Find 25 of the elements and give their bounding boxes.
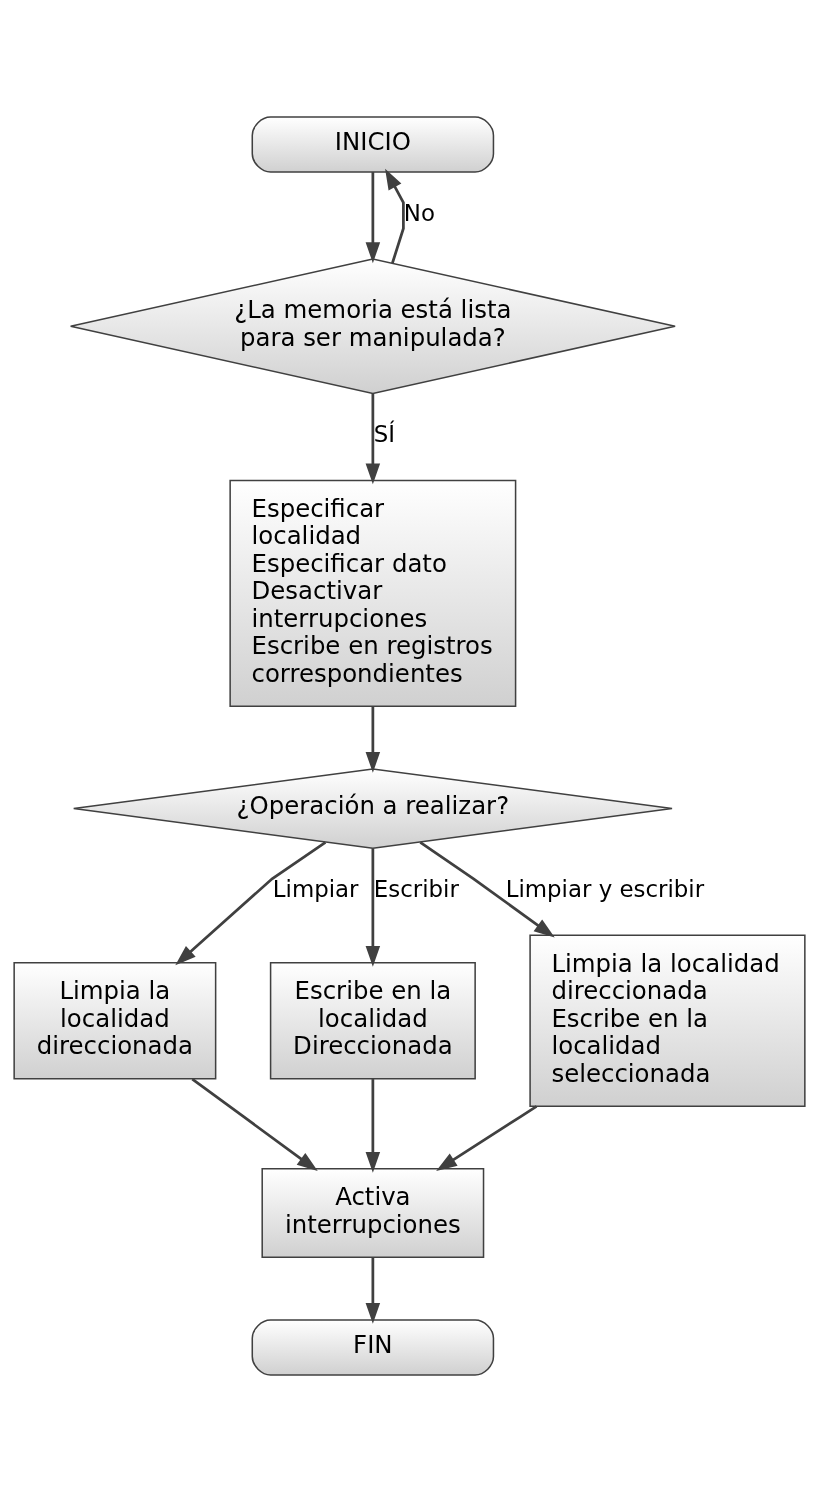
arrow [365,847,381,967]
arrow [365,706,381,773]
arrow [385,168,405,264]
node-diamond: ¿La memoria está lista para ser manipulada? [69,257,676,394]
node-box: Limpia la localidad direccionada Escribe en la localidad seleccionada [529,934,806,1107]
node-box: Limpia la localidad direccionada [13,961,217,1080]
node-box: FIN [251,1318,495,1376]
node-box: Especificar localidad Especificar dato Desactivar interrupciones Escribe en registros correspondientes [229,479,517,707]
node-box: Escribe en la localidad Direccionada [269,961,476,1080]
arrow [365,171,381,263]
edge-label: No [403,199,435,226]
edge-label: Limpiar [272,875,359,902]
arrow [436,1104,538,1171]
edge-label: SÍ [373,420,395,447]
node-box: Activa interrupciones [261,1167,485,1258]
arrow [365,1078,381,1173]
arrow [365,1257,381,1324]
arrow [191,1077,318,1171]
node-box: INICIO [251,115,495,173]
edge-label: Escribir [373,875,459,902]
edge-label: Limpiar y escribir [505,875,705,902]
arrow [175,840,327,965]
arrow [419,840,555,938]
node-diamond: ¿Operación a realizar? [72,767,673,849]
arrow [365,393,381,484]
